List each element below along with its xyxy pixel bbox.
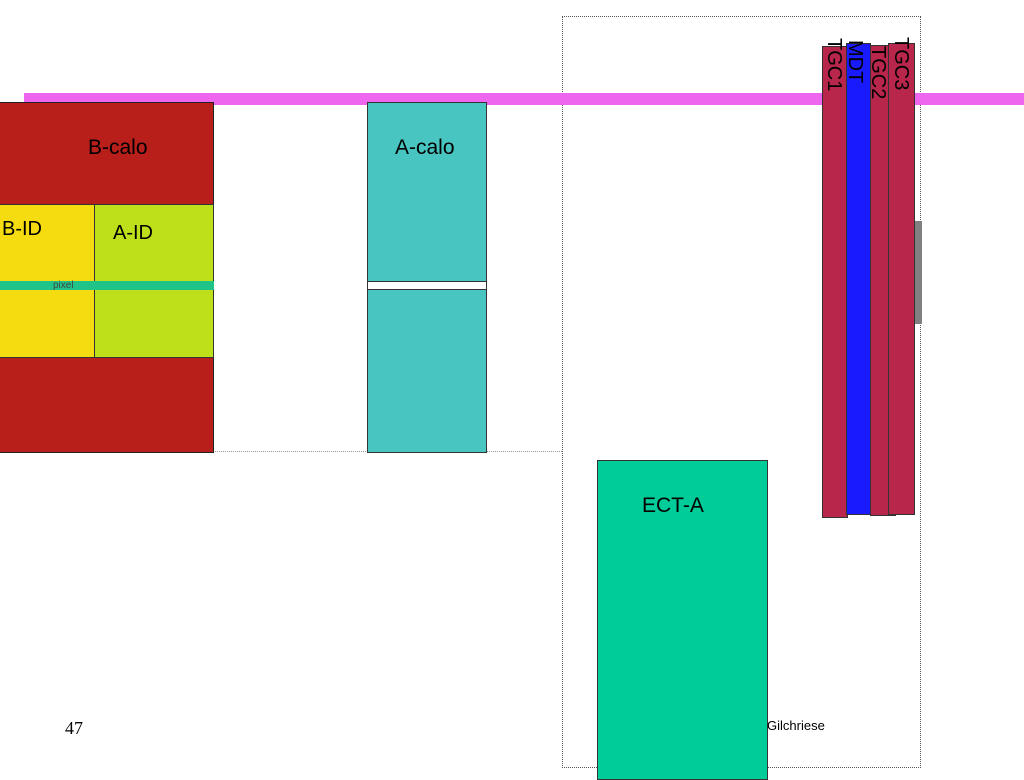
- ect-a-label: ECT-A: [642, 494, 704, 517]
- a-calo-bottom: [367, 289, 487, 453]
- b-id-bottom: [0, 289, 95, 358]
- guide-line: [0, 451, 562, 452]
- mdt-block: [846, 43, 871, 515]
- pixel-label: pixel: [53, 280, 74, 291]
- tgc3-block: [888, 43, 915, 515]
- beam-line: [24, 93, 1024, 105]
- tgc3-label: TGC3: [890, 37, 912, 91]
- b-id-label: B-ID: [2, 218, 42, 240]
- tgc1-label: TGC1: [823, 38, 845, 92]
- a-id-label: A-ID: [113, 222, 153, 244]
- a-id-top: [94, 204, 214, 282]
- ect-a-block: [597, 460, 768, 780]
- a-calo-label: A-calo: [395, 136, 455, 159]
- pixel-band: [0, 281, 214, 290]
- a-calo-top: [367, 102, 487, 282]
- tgc2-label: TGC2: [867, 46, 889, 100]
- page-number: 47: [65, 718, 83, 738]
- grey-block: [914, 221, 922, 324]
- b-id-top: [0, 204, 95, 282]
- mdt-label: MDT: [844, 40, 866, 84]
- tgc1-block: [822, 46, 848, 518]
- a-id-bottom: [94, 289, 214, 358]
- author-label: Gilchriese: [767, 718, 825, 733]
- b-calo-label: B-calo: [88, 136, 148, 159]
